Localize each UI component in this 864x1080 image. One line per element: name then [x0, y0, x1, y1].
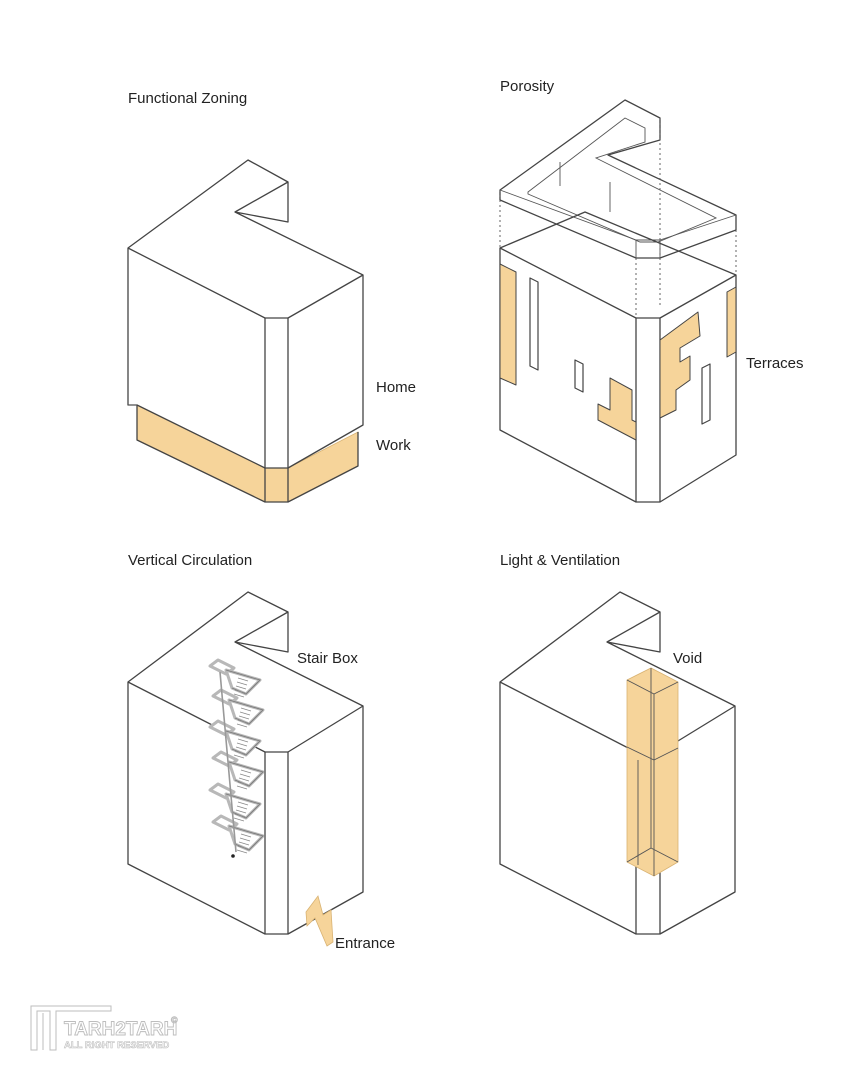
light-ventilation-diagram: Light & Ventilation Void: [499, 552, 736, 935]
functional-zoning-diagram: Functional Zoning Home Work: [127, 90, 416, 503]
stair-tread: [236, 849, 248, 854]
terrace-stepped: [659, 311, 701, 419]
roof-frame-inner: [527, 117, 718, 243]
stair-tread: [233, 817, 245, 822]
stair-tread: [234, 813, 246, 818]
logo-subtitle: ALL RIGHT RESERVED: [64, 1040, 169, 1051]
terraces-label: Terraces: [746, 355, 804, 372]
notch-line: [606, 611, 661, 643]
stair-tread: [235, 685, 247, 690]
circulation-title: Vertical Circulation: [128, 552, 252, 569]
body-roof-right: [659, 274, 737, 319]
stair-tread: [240, 707, 252, 712]
stair-tread: [240, 769, 252, 774]
home-label: Home: [376, 379, 416, 396]
window-slot: [701, 363, 711, 425]
stair-tread: [237, 719, 249, 724]
window-slot: [574, 359, 584, 393]
vertical-circulation-diagram: Vertical Circulation Stair Box Entrance: [127, 552, 395, 952]
light-body-outline: [499, 591, 736, 935]
roof-right-line: [287, 705, 364, 753]
void-floor-line: [626, 746, 679, 761]
stair-box: [208, 658, 265, 858]
base-outline: [136, 405, 359, 503]
entrance-arrow: [305, 895, 334, 947]
stair-tread: [240, 833, 252, 838]
work-label: Work: [376, 437, 411, 454]
stair-flight: [227, 760, 265, 788]
terrace-cluster: [597, 377, 637, 441]
void-shaft-volume: [626, 667, 679, 877]
stair-tread: [234, 689, 246, 694]
stair-tread: [236, 785, 248, 790]
stair-tread: [236, 681, 248, 686]
terrace-left-edge: [499, 263, 517, 386]
stair-entry-dot: [231, 854, 235, 858]
stair-stringer: [219, 671, 237, 853]
stair-tread: [238, 715, 250, 720]
stair-box-label: Stair Box: [297, 650, 358, 667]
stair-tread: [237, 677, 249, 682]
stair-tread: [237, 738, 249, 743]
work-zone-left: [136, 404, 266, 503]
stair-tread: [237, 801, 249, 806]
roof-edge-line: [499, 681, 637, 753]
stair-tread: [237, 781, 249, 786]
void-shaft: [626, 667, 679, 877]
stair-flight: [224, 729, 262, 757]
stair-tread: [239, 711, 251, 716]
stair-tread: [236, 723, 248, 728]
stair-tread: [234, 750, 246, 755]
circulation-body-outline: [127, 591, 364, 935]
stair-tread: [237, 845, 249, 850]
entrance-label: Entrance: [335, 935, 395, 952]
stair-tread: [233, 754, 245, 759]
stair-tread: [239, 837, 251, 842]
body-roof-edge: [499, 247, 637, 319]
stair-tread: [239, 773, 251, 778]
terrace-right-edge: [726, 286, 737, 358]
work-zone-chamfer: [264, 467, 289, 503]
porosity-diagram: Porosity Terraces: [499, 78, 804, 503]
roof-right-line: [287, 274, 364, 319]
roof-frame-right: [659, 214, 737, 241]
window-slot: [529, 277, 539, 371]
stair-flight: [224, 668, 262, 696]
zoning-title: Functional Zoning: [128, 90, 247, 107]
work-zone-right: [287, 431, 359, 503]
stair-tread: [235, 809, 247, 814]
porous-body-outline: [499, 211, 737, 503]
stair-tread: [233, 693, 245, 698]
light-title: Light & Ventilation: [500, 552, 620, 569]
stair-tread: [236, 742, 248, 747]
stair-tread: [235, 746, 247, 751]
void-bottom-edge: [626, 847, 679, 863]
stair-tread: [238, 841, 250, 846]
logo-name: TARH2TARH: [64, 1019, 177, 1040]
stair-flight: [227, 698, 265, 726]
stair-tread: [238, 777, 250, 782]
porosity-title: Porosity: [500, 78, 555, 95]
notch-line: [234, 181, 289, 213]
roof-edge-line: [127, 247, 266, 319]
void-label: Void: [673, 650, 702, 667]
column-logo-icon: [30, 1005, 112, 1051]
copyright-mark: ©: [171, 1015, 178, 1025]
roof-frame-edge: [499, 189, 637, 241]
notch-line: [234, 611, 289, 643]
stair-tread: [236, 805, 248, 810]
brand-logo: TARH2TARH ALL RIGHT RESERVED ©: [30, 1005, 178, 1051]
